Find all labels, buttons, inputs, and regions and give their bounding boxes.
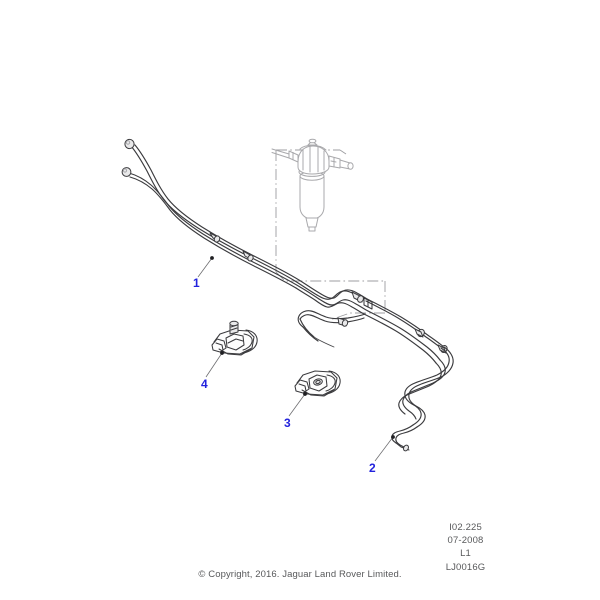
drawing-variant: L1	[460, 548, 471, 560]
fuel-pipe-clip-3	[294, 370, 341, 397]
callout-label-2: 2	[369, 461, 376, 475]
callout-label-3: 3	[284, 416, 291, 430]
copyright-notice: © Copyright, 2016. Jaguar Land Rover Lim…	[198, 569, 402, 580]
branch-connector	[337, 317, 349, 327]
callout-label-4: 4	[201, 377, 208, 391]
callout-leaders	[197, 256, 395, 462]
drawing-code: LJ0016G	[445, 561, 486, 573]
fuel-pipe-assembly-1	[121, 138, 454, 452]
phantom-reference-frame	[275, 149, 386, 321]
drawing-date: 07-2008	[447, 535, 484, 547]
callout-label-1: 1	[193, 276, 200, 290]
right-run-fitting	[414, 328, 425, 338]
drawing-number: I02.225	[449, 522, 482, 533]
drawing-meta-block: I02.225 07-2008 L1 LJ0016G	[393, 521, 538, 574]
fuel-filter-assembly-reference	[271, 138, 354, 232]
callout-numbers: 1 2 3 4	[193, 276, 376, 475]
fuel-pipe-clip-4	[211, 320, 258, 356]
